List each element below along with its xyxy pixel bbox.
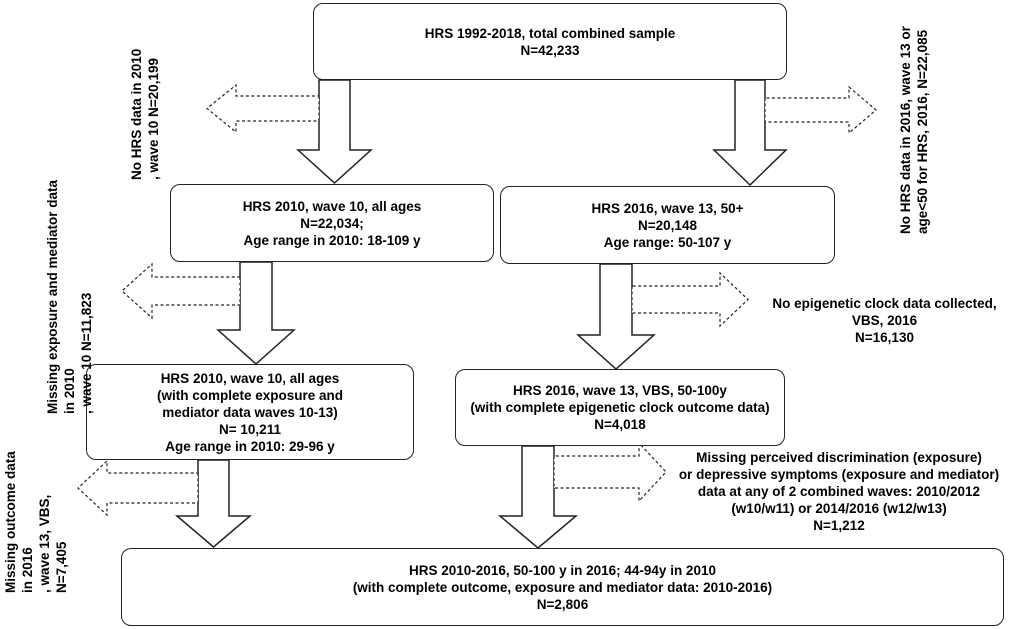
exclusion-missing-discrimination-line-1: Missing perceived discrimination (exposu…: [696, 450, 982, 465]
exclusion-missing-discrimination: Missing perceived discrimination (exposu…: [664, 449, 1014, 534]
box-hrs-2010-line-2: N=22,034;: [300, 215, 364, 231]
box-hrs-2016-vbs-line-1: HRS 2016, wave 13, VBS, 50-100y: [513, 383, 727, 398]
exclusion-no-2016-line-2: age<50 for HRS, 2016, N=22,085: [915, 29, 930, 234]
exclusion-no-2016-line-1: No HRS data in 2016, wave 13 or: [898, 26, 913, 234]
exclusion-missing-discrimination-line-4: (w10/w11) or 2014/2016 (w12/w13): [731, 501, 947, 516]
exclusion-missing-exposure-line-2: in 2010: [62, 368, 77, 414]
side-arrow-no-2010: [206, 83, 320, 134]
exclusion-no-epigenetic-line-3: N=16,130: [855, 330, 914, 345]
down-arrow-complete-to-final: [174, 459, 253, 548]
exclusion-no-2010-line-1: No HRS data in 2010: [129, 48, 144, 180]
exclusion-missing-discrimination-line-5: N=1,212: [813, 518, 865, 533]
exclusion-no-epigenetic: No epigenetic clock data collected, VBS,…: [752, 295, 1017, 346]
exclusion-no-epigenetic-line-2: VBS, 2016: [851, 313, 918, 328]
box-hrs-2010-line-1: HRS 2010, wave 10, all ages: [242, 198, 422, 214]
box-hrs-2016-vbs-line-3: N=4,018: [594, 417, 646, 432]
exclusion-missing-outcome-line-1: Missing outcome data: [3, 451, 18, 593]
box-hrs-2016-line-3: Age range: 50-107 y: [603, 234, 732, 250]
exclusion-missing-discrimination-line-3: data at any of 2 combined waves: 2010/20…: [697, 484, 981, 499]
box-hrs-2016-vbs-line-2: (with complete epigenetic clock outcome …: [470, 400, 770, 415]
box-hrs-2010: HRS 2010, wave 10, all ages N=22,034; Ag…: [170, 184, 494, 262]
down-arrow-2016-to-vbs: [576, 263, 656, 371]
box-total-sample: HRS 1992-2018, total combined sample N=4…: [313, 3, 787, 80]
down-arrow-total-to-2016: [712, 79, 788, 187]
down-arrow-2010-to-complete: [216, 261, 296, 366]
box-hrs-2016-vbs: HRS 2016, wave 13, VBS, 50-100y (with co…: [455, 369, 785, 446]
exclusion-no-2010-line-2: , wave 10 N=20,199: [146, 58, 161, 180]
side-arrow-no-epigenetic: [631, 271, 749, 328]
exclusion-missing-outcome: Missing outcome data in 2016 , wave 13, …: [2, 451, 70, 593]
box-final-line-2: (with complete outcome, exposure and med…: [352, 579, 773, 595]
side-arrow-no-2016: [764, 85, 877, 135]
box-hrs-2010-complete-line-2: (with complete exposure and: [156, 387, 344, 403]
exclusion-missing-exposure-line-1: Missing exposure and mediator data: [45, 179, 60, 414]
exclusion-no-2010: No HRS data in 2010 , wave 10 N=20,199: [128, 49, 162, 180]
box-hrs-2016-line-2: N=20,148: [638, 217, 697, 233]
box-final-sample: HRS 2010-2016, 50-100 y in 2016; 44-94y …: [121, 548, 1004, 626]
exclusion-missing-exposure: Missing exposure and mediator data in 20…: [44, 180, 95, 414]
box-total-line-1: HRS 1992-2018, total combined sample: [424, 25, 676, 41]
side-arrow-missing-outcome: [77, 459, 199, 517]
box-hrs-2010-complete-line-5: Age range in 2010: 29-96 y: [165, 438, 335, 454]
box-hrs-2010-complete-line-1: HRS 2010, wave 10, all ages: [160, 370, 340, 386]
box-total-line-2: N=42,233: [520, 42, 580, 58]
exclusion-no-2016: No HRS data in 2016, wave 13 or age<50 f…: [897, 26, 931, 234]
exclusion-missing-outcome-line-4: N=7,405: [54, 541, 69, 593]
exclusion-missing-exposure-line-3: , wave 10 N=11,823: [79, 292, 94, 414]
exclusion-missing-discrimination-line-2: or depressive symptoms (exposure and med…: [678, 467, 1000, 482]
box-hrs-2010-line-3: Age range in 2010: 18-109 y: [243, 232, 421, 248]
box-hrs-2010-complete: HRS 2010, wave 10, all ages (with comple…: [86, 364, 414, 460]
exclusion-no-epigenetic-line-1: No epigenetic clock data collected,: [772, 296, 997, 311]
box-hrs-2016: HRS 2016, wave 13, 50+ N=20,148 Age rang…: [500, 186, 835, 264]
down-arrow-total-to-2010: [296, 79, 373, 185]
box-final-line-1: HRS 2010-2016, 50-100 y in 2016; 44-94y …: [409, 562, 716, 578]
box-final-line-3: N=2,806: [536, 596, 589, 612]
box-hrs-2016-line-1: HRS 2016, wave 13, 50+: [591, 200, 744, 216]
exclusion-missing-outcome-line-2: in 2016: [20, 547, 35, 593]
exclusion-missing-outcome-line-3: , wave 13, VBS,: [37, 494, 52, 593]
side-arrow-missing-exposure: [121, 262, 241, 320]
side-arrow-missing-discrimination: [553, 441, 667, 503]
box-hrs-2010-complete-line-3: mediator data waves 10-13): [162, 404, 338, 420]
box-hrs-2010-complete-line-4: N= 10,211: [219, 421, 281, 437]
